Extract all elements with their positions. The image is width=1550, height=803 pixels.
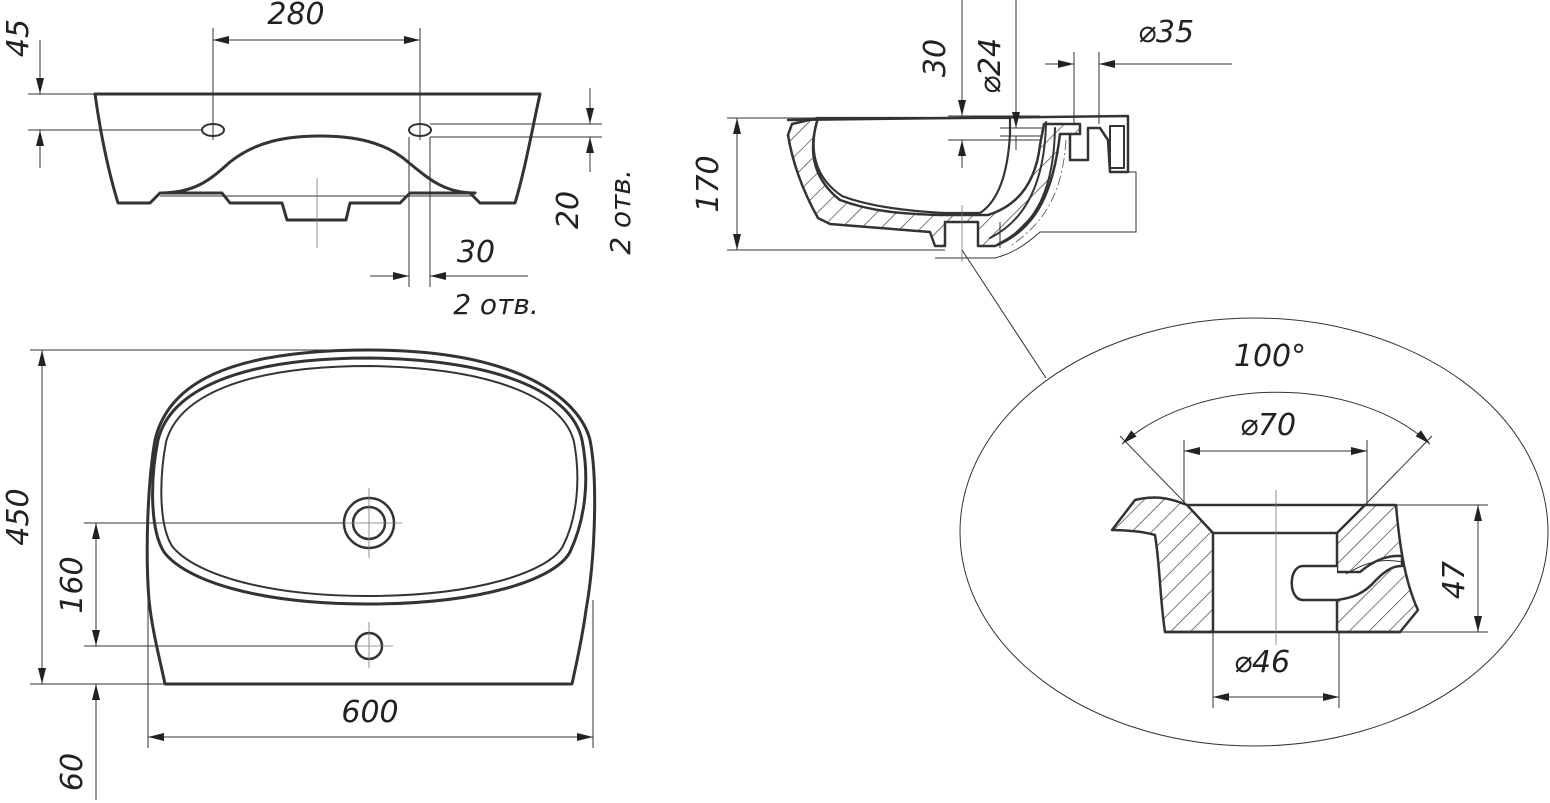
detail-view-left-wall-hatch <box>1110 496 1215 634</box>
top-view-outer-outline <box>145 348 597 686</box>
detail-view-overflow-slot <box>1290 564 1339 602</box>
detail-view-boundary <box>959 317 1549 747</box>
detail-view-angle-extension <box>1119 435 1188 506</box>
dim-label-280: 280 <box>267 0 324 32</box>
dim-label-60: 60 <box>55 753 90 791</box>
dim-label-30-section: 30 <box>918 39 953 77</box>
detail-view-angle-extension <box>1364 435 1433 506</box>
top-view-inner-bowl <box>151 356 588 606</box>
dim-label-160: 160 <box>55 556 90 613</box>
section-view-top-rim <box>786 114 1130 174</box>
front-view-drain-dome <box>158 134 477 195</box>
front-view-basin-outline <box>93 92 542 222</box>
section-view-inner-bowl <box>812 116 1012 215</box>
dim-label-30: 30 <box>457 235 495 270</box>
dim-label-20: 20 <box>551 191 586 229</box>
section-view-hidden-line <box>1009 139 1067 247</box>
section-view-wall-hatch <box>786 116 1082 248</box>
front-view: 280 45 20 2 отв. 30 2 отв. <box>1 0 637 321</box>
section-view-overflow-channel <box>989 121 1056 245</box>
dim-label-dia24: ⌀24 <box>973 38 1008 94</box>
top-view-inner-bowl-offset <box>160 365 579 597</box>
dim-label-dia35: ⌀35 <box>1138 15 1194 50</box>
top-view: 450 160 60 600 <box>1 348 597 800</box>
dim-label-100deg: 100° <box>1234 339 1306 374</box>
dim-label-600: 600 <box>341 695 398 730</box>
dim-label-dia70: ⌀70 <box>1240 408 1296 443</box>
dim-label-450: 450 <box>1 488 36 545</box>
dim-label-45: 45 <box>1 19 36 57</box>
dim-label-dia46: ⌀46 <box>1234 645 1290 680</box>
dim-label-170: 170 <box>691 155 726 212</box>
section-view-rear-surface <box>935 171 1137 259</box>
detail-leader-line <box>961 249 1047 379</box>
dim-arc-100deg <box>1121 391 1431 445</box>
section-view: 170 30 ⌀24 ⌀35 <box>691 0 1232 379</box>
detail-view-channel-line <box>1345 560 1403 575</box>
dim-note-holes-vertical: 2 отв. <box>604 169 637 255</box>
section-view-tap-hole <box>1109 125 1125 169</box>
dim-note-holes-horizontal: 2 отв. <box>453 288 539 321</box>
detail-view-right-wall-hatch <box>1335 503 1420 634</box>
dim-label-47: 47 <box>1437 561 1472 599</box>
detail-view: 100° ⌀70 ⌀46 47 <box>959 317 1549 747</box>
